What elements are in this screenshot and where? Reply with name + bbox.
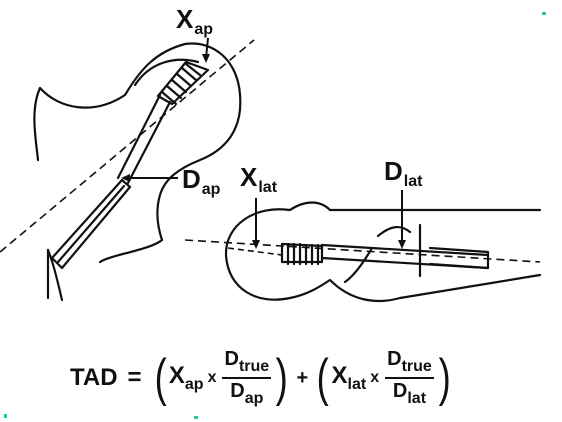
label-d-lat-main: D: [384, 156, 403, 186]
f2-num-main: D: [387, 348, 402, 370]
ap-head-contour: [133, 58, 200, 87]
formula-equals: =: [127, 364, 142, 391]
label-d-lat: Dlat: [384, 158, 422, 190]
label-d-ap-main: D: [182, 164, 201, 194]
label-x-lat-sub: lat: [258, 179, 278, 196]
label-d-ap-sub: ap: [201, 181, 221, 198]
formula-times-2: x: [370, 369, 380, 386]
f1-num-main: D: [224, 348, 239, 370]
formula-term2-var: Xlat: [332, 362, 367, 394]
lat-screw-threads: [280, 242, 324, 266]
formula-times-1: x: [207, 369, 217, 386]
lat-screw-axis: [227, 247, 283, 256]
f2-den-sub: lat: [407, 390, 427, 407]
label-d-ap: Dap: [182, 166, 220, 198]
fraction-1-denominator: Dap: [230, 379, 263, 408]
ap-plate: [50, 178, 132, 270]
formula-fraction-1: Dtrue Dap: [222, 348, 272, 408]
formula-fraction-2: Dtrue Dlat: [385, 348, 434, 408]
term2-var-main: X: [331, 362, 348, 389]
f1-num-sub: true: [238, 358, 270, 375]
ap-axis-line: [0, 39, 255, 253]
accent-mark: [4, 414, 7, 418]
formula-close-paren-1: ): [275, 349, 288, 407]
accent-mark: [542, 12, 546, 15]
label-x-lat-main: X: [240, 162, 258, 192]
formula-plus: +: [296, 366, 309, 389]
fraction-2-numerator: Dtrue: [385, 348, 434, 379]
term1-var-main: X: [168, 362, 185, 389]
label-x-lat: Xlat: [240, 164, 277, 196]
ap-femur-shaft: [98, 238, 164, 264]
lat-axis-line: [184, 239, 541, 263]
ap-screw-threads: [156, 60, 210, 106]
formula-lhs: TAD: [70, 364, 118, 391]
fraction-1-numerator: Dtrue: [222, 348, 272, 379]
term1-var-sub: ap: [184, 376, 204, 393]
f1-den-sub: ap: [244, 390, 264, 407]
label-x-ap-sub: ap: [194, 21, 214, 38]
formula-open-paren-2: (: [316, 349, 329, 407]
formula-open-paren-1: (: [154, 349, 167, 407]
formula-term1-var: Xap: [169, 362, 204, 394]
fraction-2-denominator: Dlat: [393, 379, 426, 408]
label-d-lat-sub: lat: [403, 173, 423, 190]
label-x-ap-main: X: [176, 4, 194, 34]
ap-lag-screw-shaft: [116, 93, 172, 185]
lat-view: [224, 201, 542, 302]
tad-formula: TAD = ( Xap x Dtrue Dap ) + ( Xlat x Dtr…: [70, 348, 453, 408]
term2-var-sub: lat: [347, 376, 367, 393]
f2-num-sub: true: [401, 358, 432, 375]
lat-femur-outline: [224, 208, 542, 302]
f1-den-main: D: [230, 380, 245, 402]
label-x-ap: Xap: [176, 6, 213, 38]
formula-close-paren-2: ): [438, 349, 451, 407]
ap-view: [33, 42, 242, 302]
ap-femur-outline: [38, 42, 242, 242]
f2-den-main: D: [392, 380, 408, 402]
accent-mark: [194, 416, 198, 419]
